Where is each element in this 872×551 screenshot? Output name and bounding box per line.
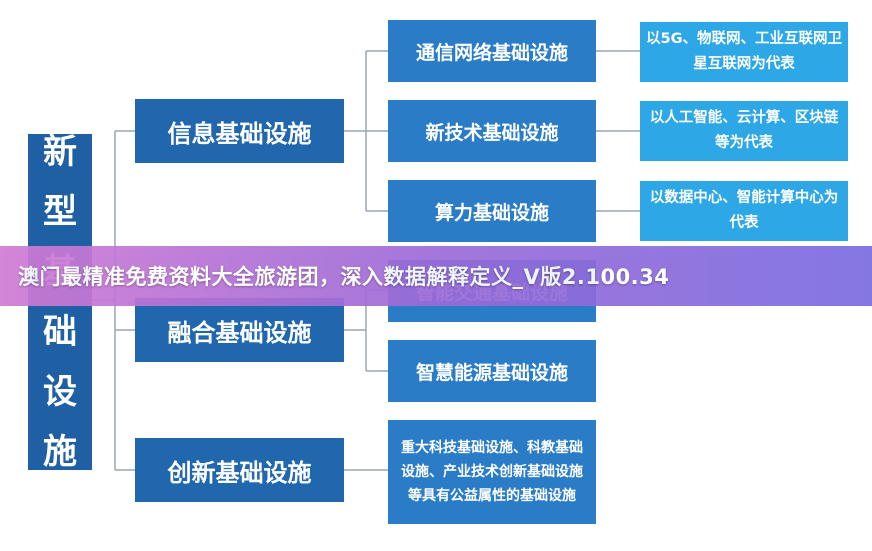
note-computing-power: 以数据中心、智能计算中心为代表 [640, 181, 848, 241]
root-char: 新 [43, 132, 77, 172]
node-computing-power: 算力基础设施 [388, 180, 596, 242]
note-new-technology: 以人工智能、云计算、区块链等为代表 [640, 101, 848, 161]
node-communication-network: 通信网络基础设施 [388, 20, 596, 82]
node-innovation-infrastructure: 创新基础设施 [135, 438, 344, 502]
root-char: 设 [43, 372, 77, 412]
banner-text: 澳门最精准免费资料大全旅游团，深入数据解释定义_V版2.100.34 [18, 265, 670, 289]
root-char: 型 [43, 192, 77, 232]
node-innovation-note: 重大科技基础设施、科教基础设施、产业技术创新基础设施等具有公益属性的基础设施 [388, 420, 596, 524]
overlay-banner[interactable]: 澳门最精准免费资料大全旅游团，深入数据解释定义_V版2.100.34 [0, 246, 872, 306]
root-char: 施 [43, 432, 77, 472]
node-info-infrastructure: 信息基础设施 [135, 99, 344, 163]
root-char: 础 [43, 312, 77, 352]
note-communication: 以5G、物联网、工业互联网卫星互联网为代表 [640, 22, 848, 82]
node-new-technology: 新技术基础设施 [388, 100, 596, 162]
node-smart-energy: 智慧能源基础设施 [388, 340, 596, 402]
node-fusion-infrastructure: 融合基础设施 [135, 298, 344, 362]
